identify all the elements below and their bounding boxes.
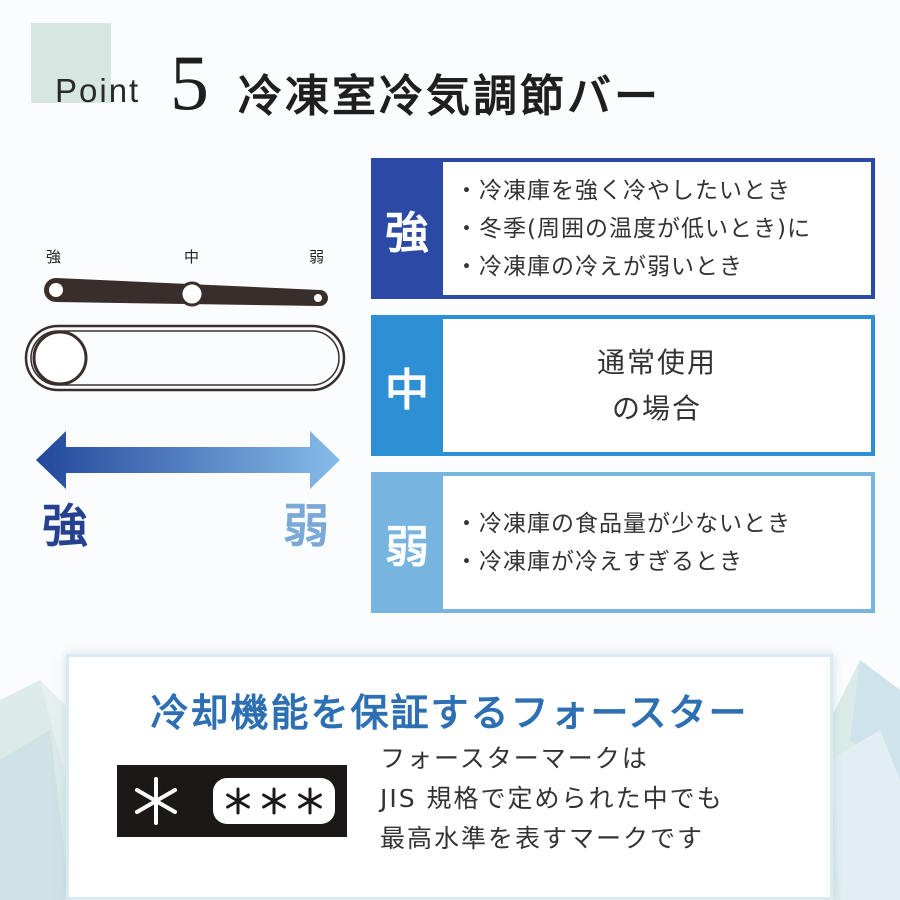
- point-number: 5: [170, 39, 209, 126]
- four-star-mark: [117, 765, 347, 837]
- level-card-mid: 中 通常使用 の場合: [371, 315, 875, 456]
- strength-scale-arrow: [36, 431, 340, 489]
- level-description-line: ・冷凍庫が冷えすぎるとき: [455, 548, 743, 575]
- stars-box: [213, 778, 335, 824]
- snowflake-icon: [135, 777, 177, 825]
- slider-label-weak: 弱: [309, 248, 325, 266]
- level-description-line: ・冷凍庫を強く冷やしたいとき: [455, 177, 791, 204]
- slider-label-mid: 中: [184, 248, 200, 266]
- description-line: フォースターマークは: [380, 744, 649, 773]
- four-star-description: フォースターマークは JIS 規格で定められた中でも 最高水準を表すマークです: [380, 739, 724, 859]
- lever-hole-strong: [49, 283, 63, 297]
- point-label: Point: [55, 72, 141, 109]
- cold-air-lever-illustration: [44, 278, 328, 307]
- level-badge: 弱: [385, 521, 429, 573]
- scale-label-weak: 弱: [283, 499, 329, 553]
- star-icon: [226, 787, 250, 815]
- page-title: 冷凍室冷気調節バー: [238, 71, 661, 122]
- level-badge: 強: [385, 207, 429, 259]
- lever-hole-weak: [314, 294, 322, 302]
- four-star-panel: 冷却機能を保証するフォースター: [66, 654, 833, 900]
- level-badge: 中: [385, 364, 429, 416]
- star-icon: [262, 787, 286, 815]
- level-description-line: ・冬季(周囲の温度が低いとき)に: [455, 215, 811, 242]
- level-description-line: ・冷凍庫の食品量が少ないとき: [455, 510, 791, 537]
- four-star-title: 冷却機能を保証するフォースター: [150, 691, 749, 735]
- level-description: ・冷凍庫を強く冷やしたいとき ・冬季(周囲の温度が低いとき)に ・冷凍庫の冷えが…: [443, 162, 871, 295]
- lever-knob: [179, 281, 205, 307]
- level-description-line: の場合: [611, 391, 702, 425]
- level-description-line: ・冷凍庫の冷えが弱いとき: [455, 253, 743, 280]
- scale-label-strong: 強: [42, 499, 88, 553]
- level-description-line: 通常使用: [596, 345, 717, 379]
- description-line: JIS 規格で定められた中でも: [380, 784, 724, 813]
- description-line: 最高水準を表すマークです: [380, 824, 705, 853]
- level-card-weak: 弱 ・冷凍庫の食品量が少ないとき ・冷凍庫が冷えすぎるとき: [371, 472, 875, 613]
- bar-opening: [32, 330, 88, 386]
- header-decoration-square: [31, 23, 111, 103]
- star-icon: [298, 787, 322, 815]
- cold-air-bar-illustration: [24, 324, 346, 392]
- level-description: 通常使用 の場合: [443, 319, 871, 452]
- slider-label-strong: 強: [46, 248, 62, 266]
- level-description: ・冷凍庫の食品量が少ないとき ・冷凍庫が冷えすぎるとき: [443, 476, 871, 609]
- level-card-strong: 強 ・冷凍庫を強く冷やしたいとき ・冬季(周囲の温度が低いとき)に ・冷凍庫の冷…: [371, 158, 875, 299]
